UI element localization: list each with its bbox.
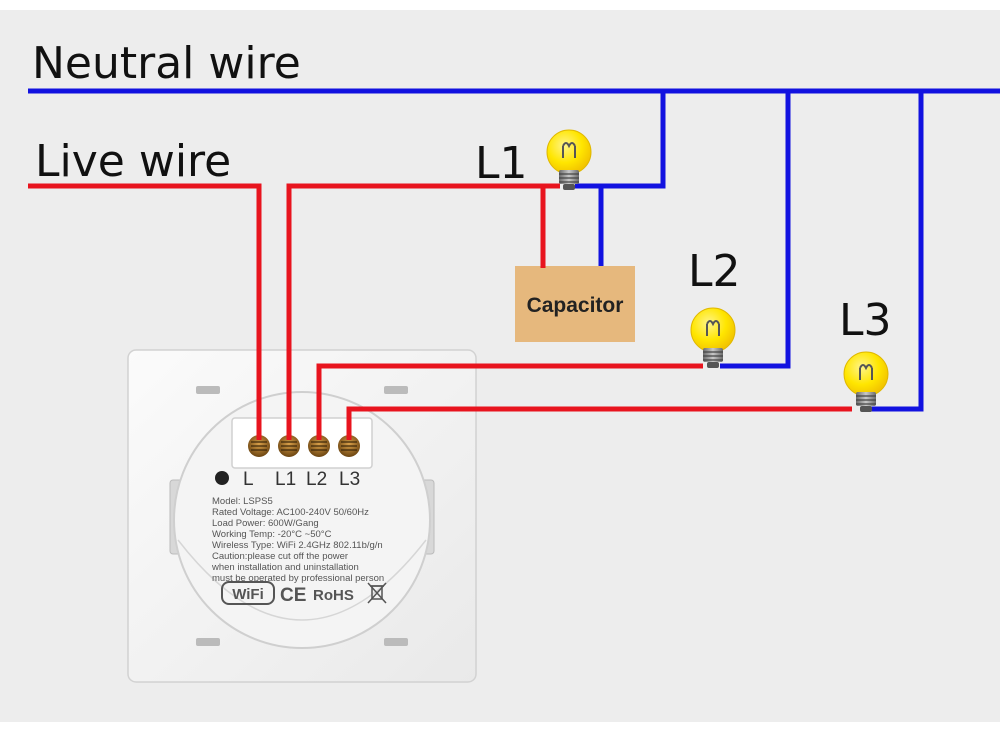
neutral-wires xyxy=(28,88,1000,412)
live-wires xyxy=(28,183,852,440)
wifi-logo-text: WiFi xyxy=(232,586,264,603)
neutral-to-l3 xyxy=(868,91,924,412)
terminal-label-l2: L2 xyxy=(306,469,327,490)
terminal-screws xyxy=(248,435,360,457)
l2-label: L2 xyxy=(688,246,741,297)
info-model: Model: LSPS5 xyxy=(212,496,273,507)
l1-label: L1 xyxy=(475,138,528,189)
l3-output-wire xyxy=(346,406,852,440)
rohs-mark: RoHS xyxy=(313,587,354,604)
capacitor-label: Capacitor xyxy=(527,294,624,317)
neutral-wire-label: Neutral wire xyxy=(32,38,301,89)
info-caution-2: when installation and uninstallation xyxy=(211,562,359,573)
neutral-to-l1 xyxy=(575,91,666,189)
live-wire-label: Live wire xyxy=(35,136,231,187)
terminal-label-l3: L3 xyxy=(339,469,360,490)
mount-slot xyxy=(384,386,408,394)
wifi-badge xyxy=(221,581,275,605)
terminal-label-l: L xyxy=(243,469,254,490)
capacitor-box xyxy=(515,266,635,342)
l1-output-wire xyxy=(286,183,560,440)
weee-bin-icon xyxy=(367,582,387,604)
l2-output-wire xyxy=(316,363,703,440)
mount-slot xyxy=(196,386,220,394)
info-temp: Working Temp: -20°C ~50°C xyxy=(212,529,332,540)
mount-slot xyxy=(196,638,220,646)
terminal-block xyxy=(231,417,373,469)
ce-mark: CE xyxy=(280,585,306,606)
l3-label: L3 xyxy=(839,295,892,346)
info-voltage: Rated Voltage: AC100-240V 50/60Hz xyxy=(212,507,369,518)
terminal-label-l1: L1 xyxy=(275,469,296,490)
info-caution-1: Caution:please cut off the power xyxy=(212,551,348,562)
info-caution-3: must be operated by professional person xyxy=(212,573,384,584)
reset-hole xyxy=(215,471,229,485)
switch-panel: L L1 L2 L3 Model: LSPS5 Rated Voltage: A… xyxy=(127,349,477,683)
info-power: Load Power: 600W/Gang xyxy=(212,518,319,529)
live-to-terminal-l xyxy=(28,183,262,440)
info-wireless: Wireless Type: WiFi 2.4GHz 802.11b/g/n xyxy=(212,540,383,551)
mount-slot xyxy=(384,638,408,646)
neutral-to-l2 xyxy=(720,91,791,369)
